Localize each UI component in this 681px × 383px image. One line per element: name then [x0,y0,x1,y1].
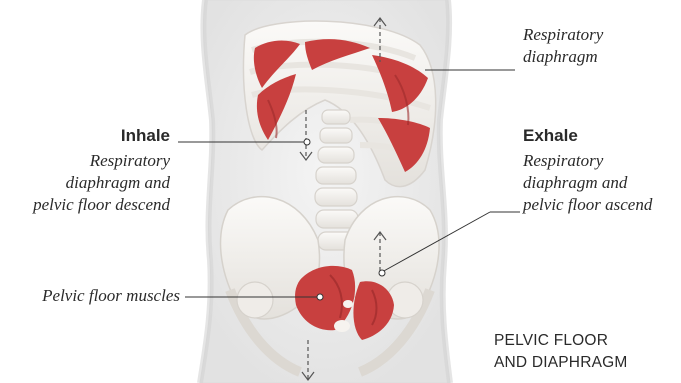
respiratory-diaphragm-line-1: Respiratory [523,24,673,46]
caption-line-1: PELVIC FLOOR [494,330,674,352]
pelvic-floor-muscles-label: Pelvic floor muscles [2,285,180,307]
exhale-text-line-2: diaphragm and [523,172,681,194]
exhale-text-line-1: Respiratory [523,150,681,172]
inhale-text-line-1: Respiratory [2,150,170,172]
inhale-heading: Inhale [2,126,170,146]
inhale-text-line-3: pelvic floor descend [2,194,170,216]
exhale-heading: Exhale [523,126,681,146]
caption: PELVIC FLOOR AND DIAPHRAGM [494,330,674,374]
inhale-text-line-2: diaphragm and [2,172,170,194]
respiratory-diaphragm-label: Respiratory diaphragm [523,24,673,68]
exhale-label: Exhale Respiratory diaphragm and pelvic … [523,126,681,216]
respiratory-diaphragm-line-2: diaphragm [523,46,673,68]
caption-line-2: AND DIAPHRAGM [494,352,674,374]
inhale-label: Inhale Respiratory diaphragm and pelvic … [2,126,170,216]
exhale-text-line-3: pelvic floor ascend [523,194,681,216]
